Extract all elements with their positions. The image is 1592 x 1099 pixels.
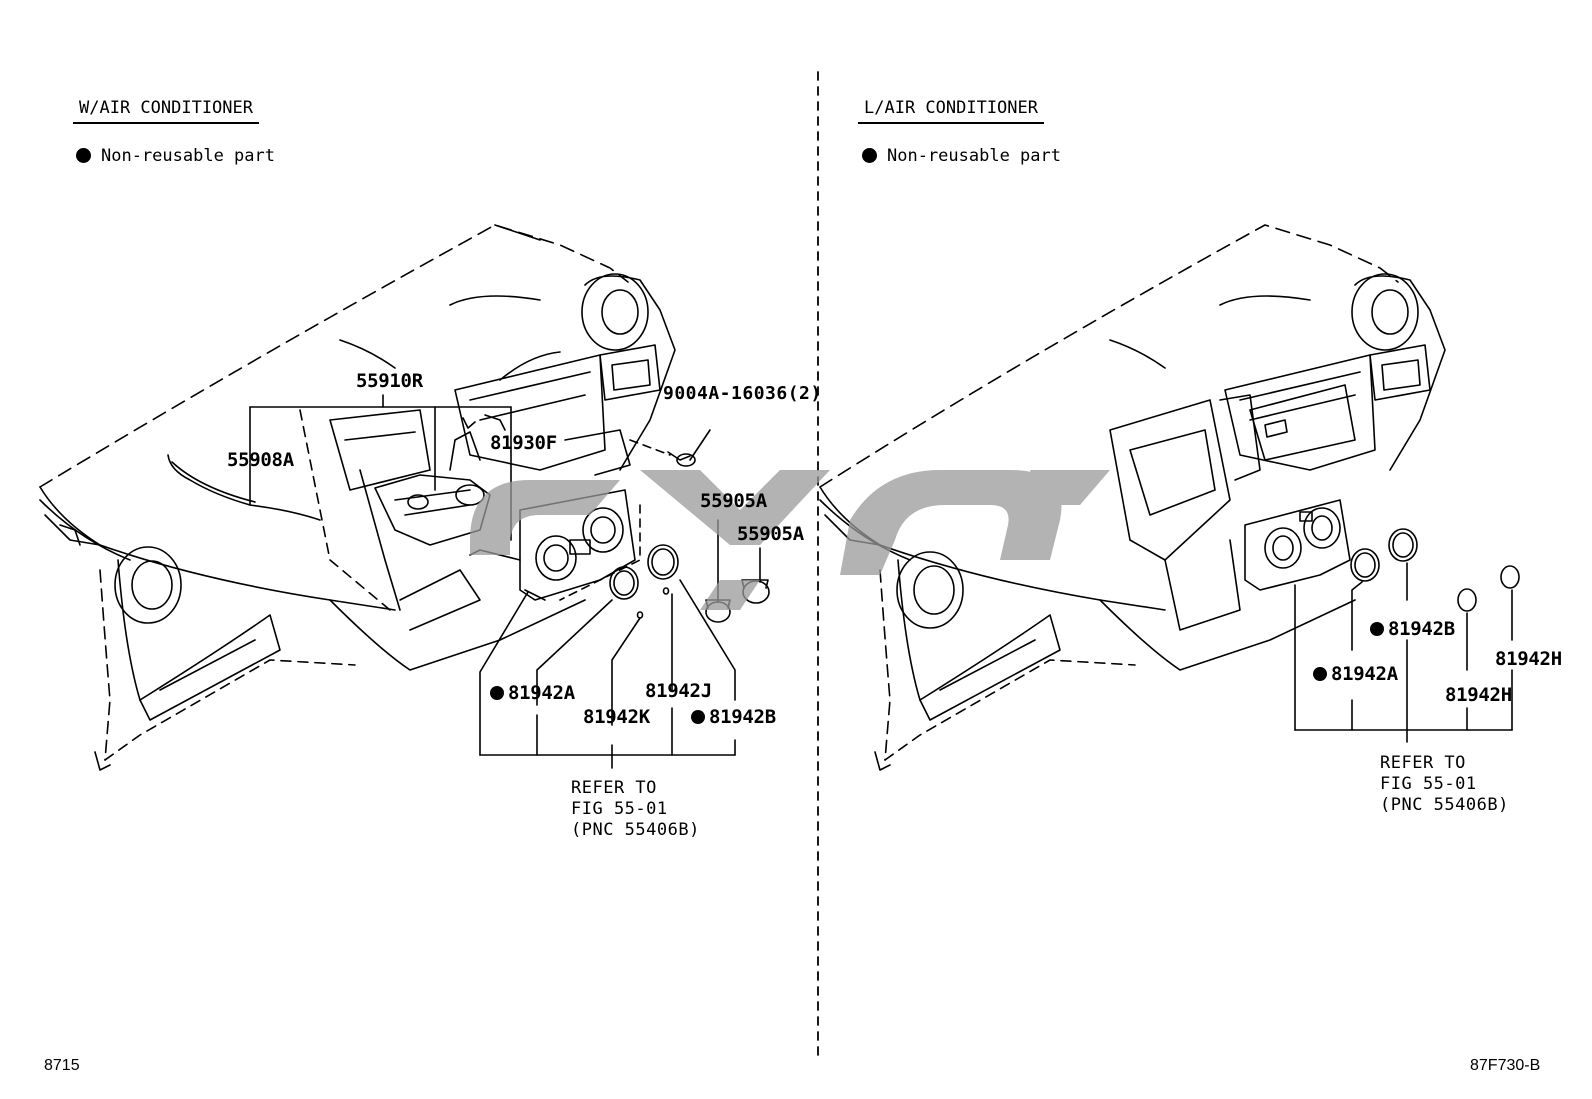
- left-dashboard-drawing: [39, 224, 770, 771]
- footer-right-code: 87F730-B: [1470, 1057, 1541, 1074]
- non-reusable-dot-icon: [76, 148, 91, 163]
- part-label-55905A-lower[interactable]: 55905A: [737, 523, 804, 545]
- part-label-81942B-right-text: 81942B: [1388, 618, 1455, 640]
- part-label-81942B[interactable]: 81942B: [691, 706, 776, 728]
- non-reusable-dot-icon: [691, 710, 705, 724]
- left-reference-note[interactable]: REFER TO FIG 55-01 (PNC 55406B): [571, 778, 700, 840]
- non-reusable-dot-icon: [1313, 667, 1327, 681]
- part-label-81942A-text: 81942A: [508, 682, 575, 704]
- part-label-81942H-upper[interactable]: 81942H: [1495, 648, 1562, 670]
- part-label-55908A[interactable]: 55908A: [227, 449, 294, 471]
- right-section-title: L/AIR CONDITIONER: [858, 98, 1044, 124]
- non-reusable-dot-icon: [1370, 622, 1384, 636]
- part-label-81942B-right[interactable]: 81942B: [1370, 618, 1455, 640]
- part-label-55910R[interactable]: 55910R: [356, 370, 423, 392]
- part-label-81942A-right[interactable]: 81942A: [1313, 663, 1398, 685]
- part-label-81942B-text: 81942B: [709, 706, 776, 728]
- right-reference-note[interactable]: REFER TO FIG 55-01 (PNC 55406B): [1380, 753, 1509, 815]
- part-label-55905A-upper[interactable]: 55905A: [700, 490, 767, 512]
- footer-left-code: 8715: [44, 1057, 80, 1074]
- part-label-81942J[interactable]: 81942J: [645, 680, 712, 702]
- part-label-81942K[interactable]: 81942K: [583, 706, 650, 728]
- right-dashboard-drawing: [819, 224, 1520, 771]
- part-label-9004A-16036[interactable]: 9004A-16036(2): [663, 383, 822, 404]
- left-legend: Non-reusable part: [76, 146, 275, 166]
- left-legend-text: Non-reusable part: [101, 146, 275, 166]
- right-legend-text: Non-reusable part: [887, 146, 1061, 166]
- left-section-title: W/AIR CONDITIONER: [73, 98, 259, 124]
- part-label-81942A-right-text: 81942A: [1331, 663, 1398, 685]
- watermark-logo: [470, 470, 1110, 610]
- part-label-81930F[interactable]: 81930F: [490, 432, 557, 454]
- part-label-81942A[interactable]: 81942A: [490, 682, 575, 704]
- part-label-81942H-lower[interactable]: 81942H: [1445, 684, 1512, 706]
- non-reusable-dot-icon: [490, 686, 504, 700]
- right-legend: Non-reusable part: [862, 146, 1061, 166]
- non-reusable-dot-icon: [862, 148, 877, 163]
